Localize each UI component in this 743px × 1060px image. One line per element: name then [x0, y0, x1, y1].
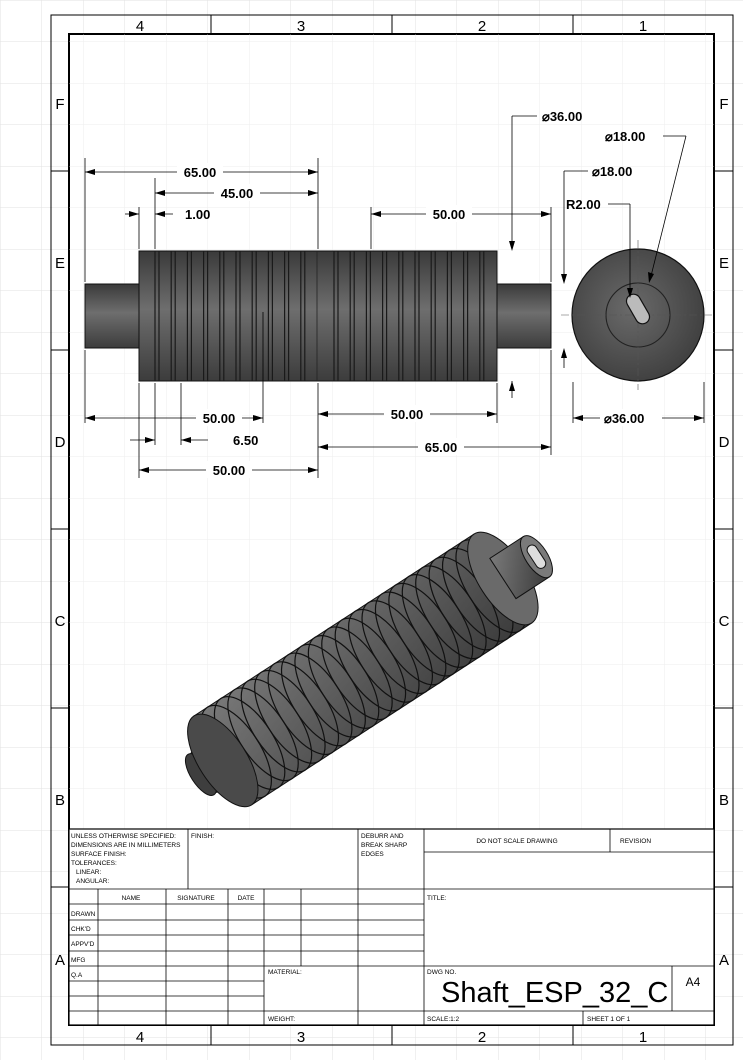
- unless-line: DIMENSIONS ARE IN MILLIMETERS: [71, 842, 181, 849]
- dim-6-50: 6.50: [233, 433, 258, 448]
- row-checked: CHK'D: [71, 926, 91, 933]
- zone-row-label: E: [719, 255, 729, 272]
- col-signature: SIGNATURE: [177, 895, 215, 902]
- row-drawn: DRAWN: [71, 911, 96, 918]
- unless-line: SURFACE FINISH:: [71, 851, 127, 858]
- deburr-line: EDGES: [361, 851, 384, 858]
- zone-col-label: 2: [478, 1029, 486, 1046]
- zone-row-label: C: [55, 613, 66, 630]
- dim-65-bottom: 65.00: [425, 440, 458, 455]
- zone-row-label: F: [55, 96, 64, 113]
- material-label: MATERIAL:: [268, 969, 302, 976]
- title-label: TITLE:: [427, 895, 447, 902]
- dimension-arrows: [85, 169, 704, 473]
- row-mfg: MFG: [71, 957, 85, 964]
- dimension-lines: [84, 115, 705, 478]
- shaft-grooves: [154, 251, 485, 381]
- zone-row-label: B: [719, 792, 729, 809]
- dim-dia36-top: ⌀36.00: [542, 109, 582, 124]
- zone-col-label: 3: [297, 1029, 305, 1046]
- zone-ticks: [51, 15, 733, 1045]
- row-approved: APPV'D: [71, 941, 95, 948]
- unless-line: TOLERANCES:: [71, 860, 117, 867]
- dim-r2: R2.00: [566, 197, 601, 212]
- sheet-size: A4: [686, 975, 701, 989]
- dwg-no-label: DWG NO.: [427, 969, 456, 976]
- zone-row-label: D: [55, 434, 66, 451]
- finish-label: FINISH:: [191, 833, 214, 840]
- unless-line: LINEAR:: [76, 869, 101, 876]
- zone-col-label: 3: [297, 18, 305, 35]
- zone-col-label: 1: [639, 18, 647, 35]
- dim-50-bottom: 50.00: [213, 463, 246, 478]
- zone-row-label: D: [719, 434, 730, 451]
- dim-50-bottom-right: 50.00: [391, 407, 424, 422]
- deburr-line: BREAK SHARP: [361, 842, 407, 849]
- dim-1: 1.00: [185, 207, 210, 222]
- col-date: DATE: [238, 895, 256, 902]
- deburr-line: DEBURR AND: [361, 833, 404, 840]
- dim-65-top: 65.00: [184, 165, 217, 180]
- drawing-number: Shaft_ESP_32_C: [441, 977, 668, 1009]
- dim-dia18-side: ⌀18.00: [605, 129, 645, 144]
- zone-col-label: 4: [136, 1029, 144, 1046]
- zone-col-label: 2: [478, 18, 486, 35]
- revision-label: REVISION: [620, 838, 651, 845]
- zone-row-label: E: [55, 255, 65, 272]
- front-view-shaft: [84, 250, 552, 382]
- unless-line: ANGULAR:: [76, 878, 109, 885]
- dim-50-top: 50.00: [433, 207, 466, 222]
- scale-label: SCALE:1:2: [427, 1016, 460, 1023]
- zone-row-label: F: [719, 96, 728, 113]
- zone-labels: 4 3 2 1 4 3 2 1 F E D C B A F E D C B A: [55, 18, 730, 1046]
- zone-row-label: A: [55, 952, 65, 969]
- dim-dia36-side: ⌀36.00: [604, 411, 644, 426]
- zone-row-label: B: [55, 792, 65, 809]
- side-view: [561, 240, 712, 390]
- isometric-view: [184, 531, 553, 808]
- dim-dia18-front: ⌀18.00: [592, 164, 632, 179]
- dim-50-bottom-left: 50.00: [203, 411, 236, 426]
- zone-row-label: C: [719, 613, 730, 630]
- zone-col-label: 4: [136, 18, 144, 35]
- zone-row-label: A: [719, 952, 729, 969]
- unless-line: UNLESS OTHERWISE SPECIFIED:: [71, 833, 176, 840]
- weight-label: WEIGHT:: [268, 1016, 295, 1023]
- title-block: UNLESS OTHERWISE SPECIFIED: DIMENSIONS A…: [68, 828, 715, 1026]
- row-qa: Q.A: [71, 972, 83, 979]
- col-name: NAME: [122, 895, 141, 902]
- sheet-label: SHEET 1 OF 1: [587, 1016, 631, 1023]
- zone-col-label: 1: [639, 1029, 647, 1046]
- dim-45: 45.00: [221, 186, 254, 201]
- dimension-texts: 65.00 45.00 1.00 50.00 ⌀36.00 ⌀18.00 ⌀18…: [177, 109, 662, 478]
- do-not-scale-label: DO NOT SCALE DRAWING: [476, 838, 557, 845]
